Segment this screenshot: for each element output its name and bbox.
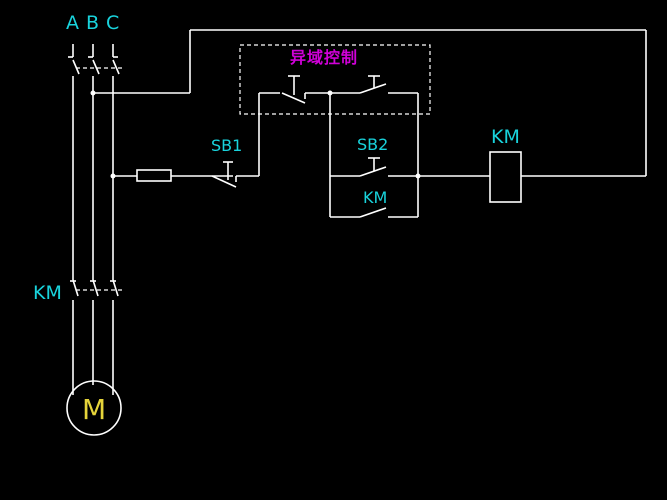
phase-label-a: A <box>66 12 79 34</box>
control-wiring <box>90 29 647 179</box>
main-contactor-label: KM <box>33 282 62 304</box>
stop-button-sb1 <box>210 161 259 188</box>
motor-label: M <box>82 393 106 426</box>
remote-control-box <box>239 44 431 115</box>
self-hold-contact-label: KM <box>363 188 387 207</box>
start-button-sb2 <box>330 157 418 177</box>
phase-lines-lower <box>72 300 114 395</box>
supply-terminals <box>68 44 118 58</box>
main-contactor-contacts <box>70 279 122 297</box>
self-hold-contact <box>330 207 418 218</box>
stop-button-label: SB1 <box>211 136 242 155</box>
motor-symbol <box>66 380 122 436</box>
isolation-switch <box>72 59 122 75</box>
remote-control-label: 异域控制 <box>290 48 358 67</box>
remote-stop-button <box>259 75 330 104</box>
contactor-coil <box>489 151 522 203</box>
remote-start-button <box>327 75 418 96</box>
phase-label-b: B <box>86 12 99 34</box>
coil-label: KM <box>491 126 520 148</box>
start-button-label: SB2 <box>357 135 388 154</box>
control-fuse <box>136 169 172 182</box>
phase-label-c: C <box>106 12 119 34</box>
phase-lines-upper <box>72 76 114 280</box>
